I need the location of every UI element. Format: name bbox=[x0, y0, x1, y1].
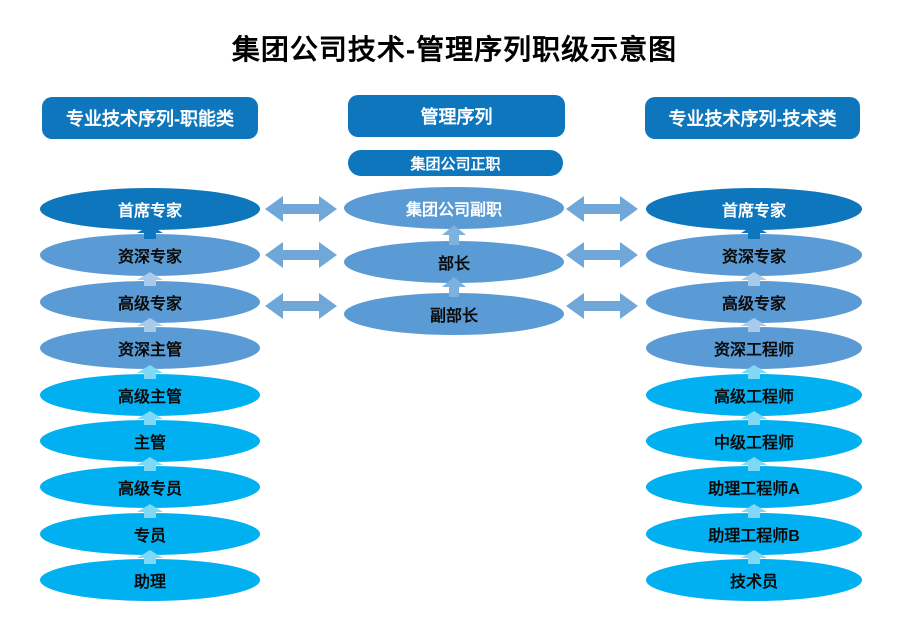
up-arrow-icon bbox=[741, 457, 767, 471]
up-arrow-icon bbox=[741, 365, 767, 379]
right-rank-senior-expert: 资深专家 bbox=[646, 234, 862, 276]
right-rank-advanced-expert: 高级专家 bbox=[646, 281, 862, 323]
left-rank-chief-expert: 首席专家 bbox=[40, 188, 260, 230]
right-rank-assistant-engineer-a: 助理工程师A bbox=[646, 466, 862, 508]
right-rank-intermediate-engineer: 中级工程师 bbox=[646, 420, 862, 462]
header-functional-sequence: 专业技术序列-职能类 bbox=[42, 97, 258, 139]
middle-rank-group-deputy: 集团公司副职 bbox=[344, 187, 564, 229]
left-rank-supervisor: 主管 bbox=[40, 420, 260, 462]
left-rank-senior-supervisor: 资深主管 bbox=[40, 327, 260, 369]
left-rank-advanced-expert: 高级专家 bbox=[40, 281, 260, 323]
left-rank-assistant: 助理 bbox=[40, 559, 260, 601]
up-arrow-icon bbox=[137, 318, 163, 332]
up-arrow-icon bbox=[741, 504, 767, 518]
up-arrow-icon bbox=[741, 411, 767, 425]
up-arrow-icon bbox=[741, 272, 767, 286]
up-arrow-icon bbox=[442, 225, 466, 245]
up-arrow-icon bbox=[442, 277, 466, 297]
double-arrow-icon bbox=[566, 196, 638, 222]
up-arrow-icon bbox=[741, 225, 767, 239]
double-arrow-icon bbox=[566, 293, 638, 319]
double-arrow-icon bbox=[265, 293, 337, 319]
up-arrow-icon bbox=[137, 457, 163, 471]
double-arrow-icon bbox=[265, 242, 337, 268]
right-rank-technician: 技术员 bbox=[646, 559, 862, 601]
middle-rank-group-principal: 集团公司正职 bbox=[348, 150, 563, 176]
right-rank-advanced-engineer: 高级工程师 bbox=[646, 374, 862, 416]
up-arrow-icon bbox=[137, 550, 163, 564]
up-arrow-icon bbox=[741, 550, 767, 564]
up-arrow-icon bbox=[137, 504, 163, 518]
right-rank-assistant-engineer-b: 助理工程师B bbox=[646, 513, 862, 555]
header-technical-sequence: 专业技术序列-技术类 bbox=[645, 97, 860, 139]
diagram-title: 集团公司技术-管理序列职级示意图 bbox=[231, 34, 678, 65]
double-arrow-icon bbox=[265, 196, 337, 222]
middle-rank-minister: 部长 bbox=[344, 241, 564, 283]
left-rank-advanced-specialist: 高级专员 bbox=[40, 466, 260, 508]
left-rank-specialist: 专员 bbox=[40, 513, 260, 555]
double-arrow-icon bbox=[566, 242, 638, 268]
up-arrow-icon bbox=[137, 411, 163, 425]
up-arrow-icon bbox=[137, 365, 163, 379]
up-arrow-icon bbox=[137, 225, 163, 239]
right-rank-chief-expert: 首席专家 bbox=[646, 188, 862, 230]
left-rank-senior-expert: 资深专家 bbox=[40, 234, 260, 276]
up-arrow-icon bbox=[741, 318, 767, 332]
left-rank-advanced-supervisor: 高级主管 bbox=[40, 374, 260, 416]
middle-rank-deputy-minister: 副部长 bbox=[344, 293, 564, 335]
right-rank-senior-engineer: 资深工程师 bbox=[646, 327, 862, 369]
header-management-sequence: 管理序列 bbox=[348, 95, 565, 137]
up-arrow-icon bbox=[137, 272, 163, 286]
